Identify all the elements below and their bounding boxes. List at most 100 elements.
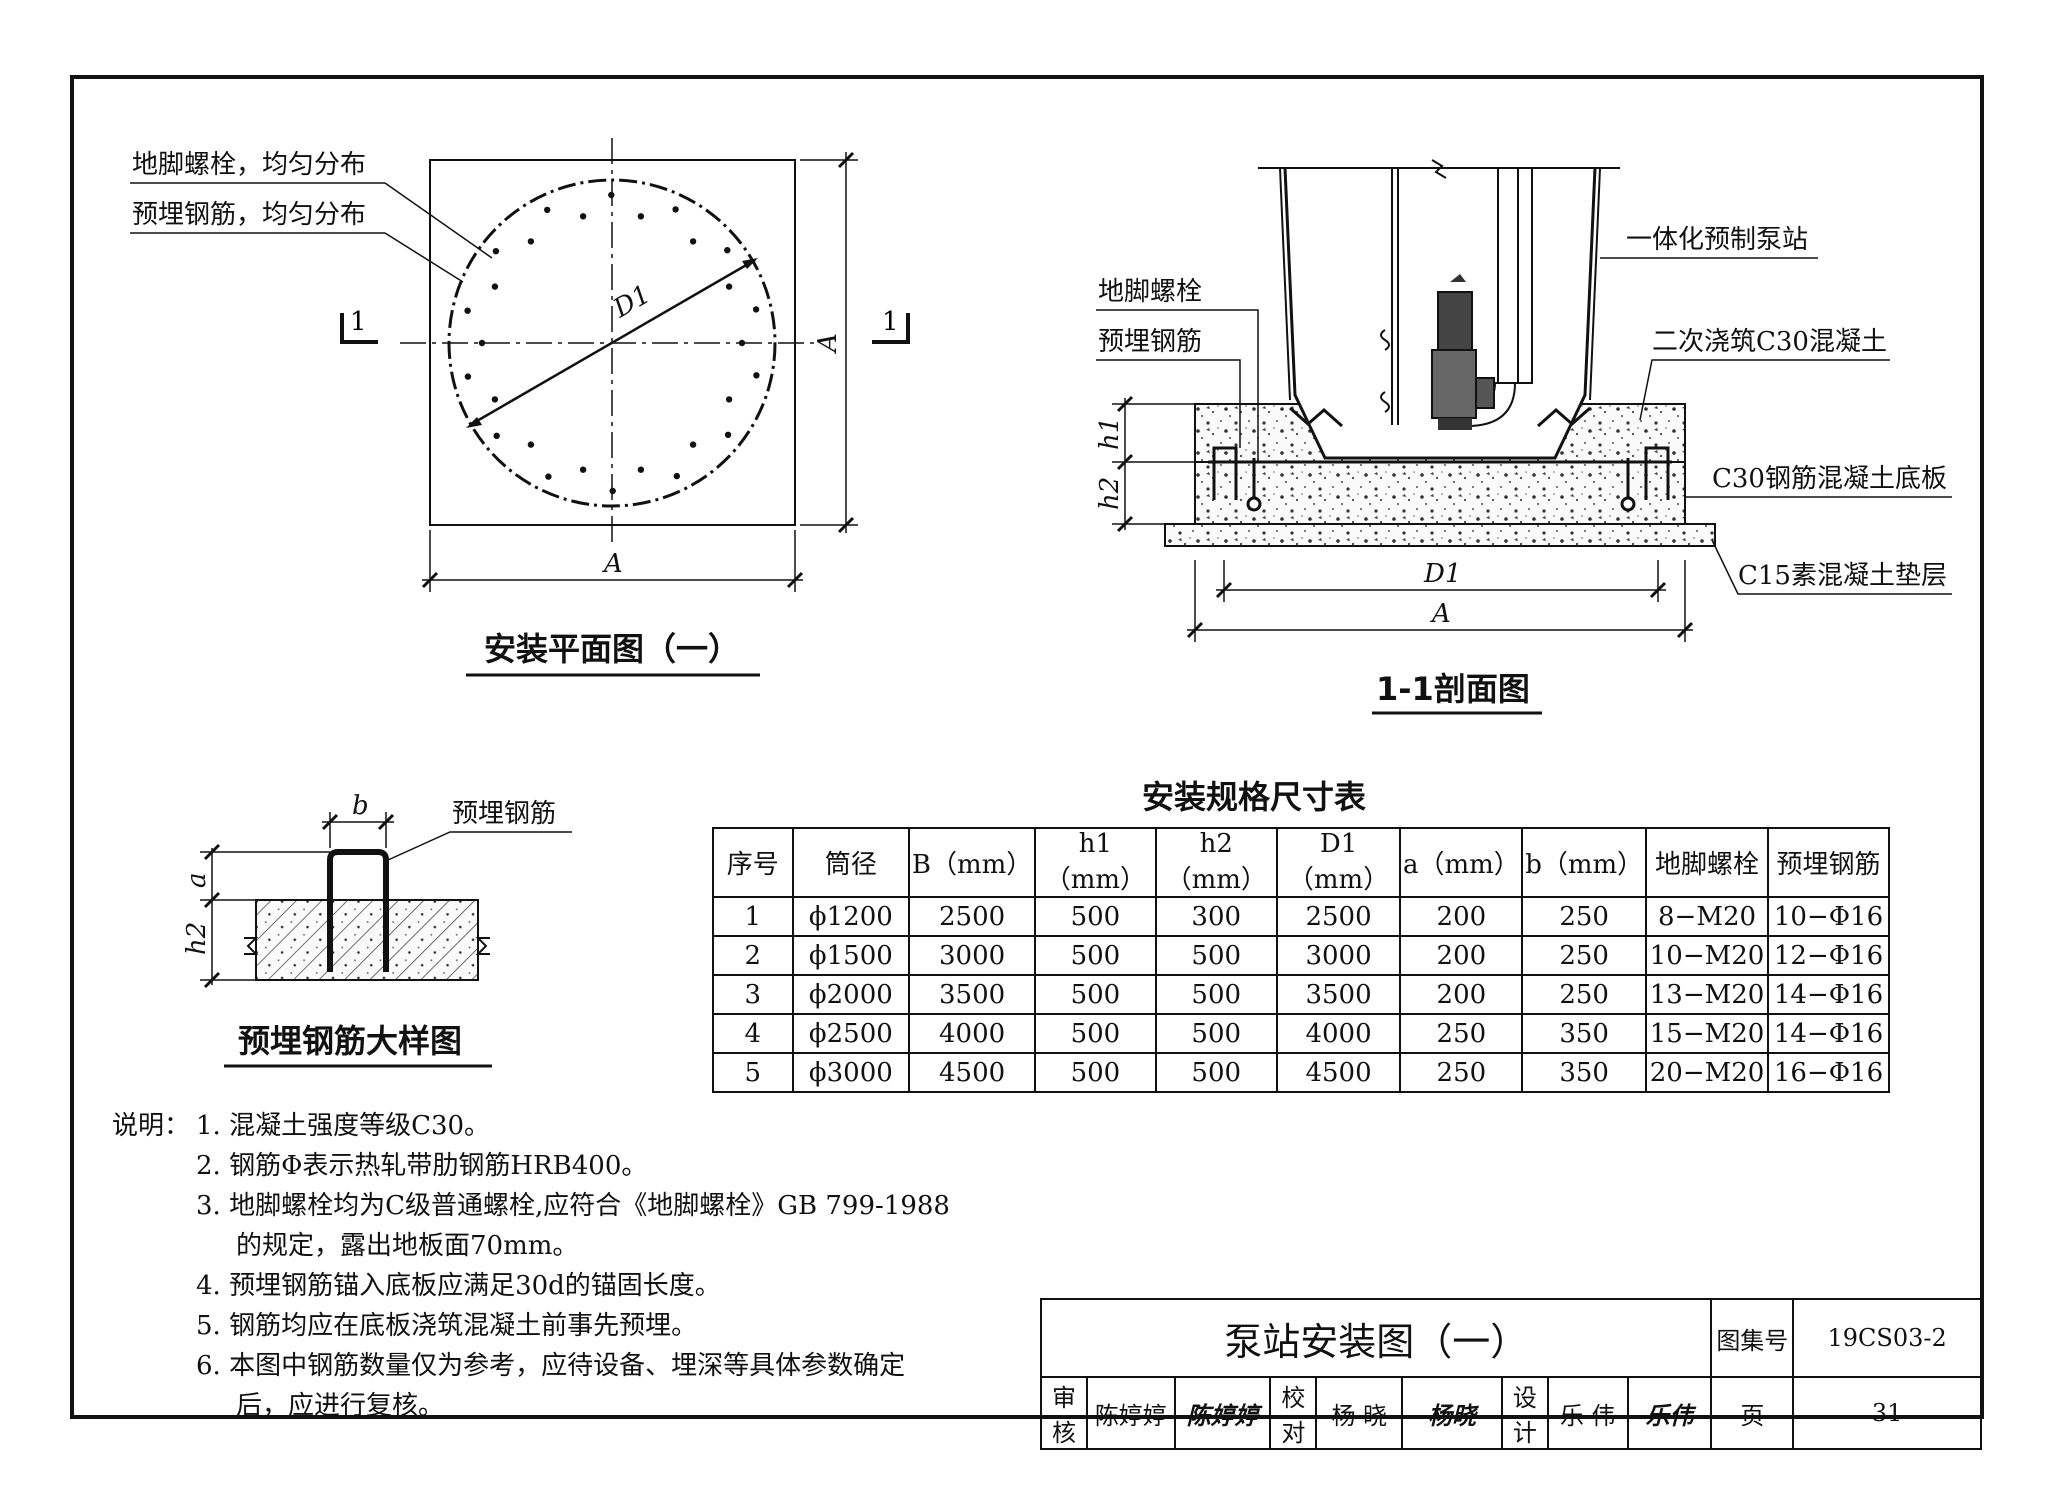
table-header-cell: 序号: [712, 827, 794, 898]
table-cell: 3: [712, 974, 794, 1015]
section-station-label: 一体化预制泵站: [1626, 225, 1808, 255]
section-riser-pipe: [1497, 167, 1519, 384]
plan-bolt-label: 地脚螺栓，均匀分布: [132, 150, 366, 180]
section-station-inner-right: [1589, 167, 1601, 401]
plan-a-right-tick-top: [837, 151, 855, 169]
table-cell: 4: [712, 1013, 794, 1054]
drawing-title: 泵站安装图（一）: [1039, 1298, 1713, 1378]
table-cell: 2: [712, 935, 794, 976]
designer-name: 乐 伟: [1546, 1376, 1629, 1450]
section-base-slab: [1194, 461, 1686, 525]
plan-rebar-label: 预埋钢筋，均匀分布: [132, 200, 366, 230]
notes-heading: 说明：: [112, 1111, 191, 1141]
review-label: 审核: [1040, 1376, 1088, 1450]
table-cell: 4000: [908, 1013, 1036, 1054]
note-item: 1. 混凝土强度等级C30。: [196, 1111, 491, 1141]
table-cell: 3000: [908, 935, 1036, 976]
section-mark-left: [340, 313, 378, 344]
plan-bolt-dot: [545, 473, 552, 480]
table-cell: 250: [1521, 935, 1648, 976]
plan-bolt-dot: [637, 213, 645, 220]
table-cell: 16−Φ16: [1767, 1052, 1890, 1093]
note-item: 的规定，露出地板面70mm。: [236, 1231, 579, 1261]
table-header-cell: D1（mm）: [1275, 827, 1402, 898]
section-bolt-leader: [1096, 309, 1259, 460]
section-h2-label: h2: [1095, 477, 1125, 510]
plan-a-right-tick-bottom: [837, 516, 855, 534]
plan-bolt-dot: [492, 248, 500, 255]
plan-bolt-dot: [464, 373, 472, 380]
plan-view: D1 A A 1 1 地脚螺栓，均匀分布 预埋钢筋，均匀分布 安装平面图（一）: [130, 138, 910, 677]
section-mark-right: [872, 313, 910, 344]
table-cell: 13−M20: [1645, 974, 1769, 1015]
table-cell: 4000: [1275, 1013, 1402, 1054]
plan-bolt-leader-diag: [384, 182, 493, 259]
detail-b-tick-l: [321, 813, 339, 831]
plan-bolt-dot: [544, 206, 551, 214]
section-bolt-label: 地脚螺栓: [1098, 277, 1202, 307]
plan-bolt-dot: [672, 206, 679, 213]
table-cell: ϕ2000: [791, 974, 911, 1015]
table-header-cell: 地脚螺栓: [1645, 827, 1769, 898]
detail-a-label: a: [182, 872, 212, 888]
note-item: 3. 地脚螺栓均为C级普通螺栓,应符合《地脚螺栓》GB 799-1988: [196, 1191, 950, 1221]
table-cell: ϕ1500: [791, 935, 911, 976]
table-cell: 4500: [908, 1052, 1036, 1093]
table-cell: 200: [1399, 896, 1524, 937]
plan-bolt-dot: [579, 213, 587, 220]
section-mark-left-label: 1: [350, 307, 367, 337]
plan-title: 安装平面图（一）: [484, 630, 740, 668]
table-cell: 3500: [1275, 974, 1402, 1015]
table-cell: 350: [1521, 1052, 1648, 1093]
plan-a-bottom-label: A: [602, 549, 623, 579]
section-riser-pipe-2: [1517, 167, 1533, 384]
table-cell: 1: [712, 896, 794, 937]
table-cell: 14−Φ16: [1767, 1013, 1890, 1054]
table-cell: 300: [1154, 896, 1278, 937]
plan-bolt-dot: [725, 396, 733, 403]
designer-signature: 乐伟: [1626, 1376, 1713, 1450]
table-cell: 500: [1034, 1013, 1157, 1054]
section-title: 1-1剖面图: [1376, 670, 1530, 708]
section-d1-tick-l: [1215, 581, 1233, 599]
plan-d1-arrow-end: [742, 258, 758, 269]
detail-break-left: [244, 937, 259, 955]
table-cell: 2500: [908, 896, 1036, 937]
design-label: 设计: [1500, 1376, 1549, 1450]
table-cell: 200: [1399, 935, 1524, 976]
plan-rebar-leader-diag: [384, 232, 464, 283]
table-cell: 20−M20: [1645, 1052, 1769, 1093]
table-cell: 250: [1399, 1013, 1524, 1054]
table-cell: ϕ1200: [791, 896, 911, 937]
section-cushion-label: C15素混凝土垫层: [1738, 561, 1947, 591]
section-h-tick-1: [1116, 395, 1134, 413]
detail-slab-body: [255, 899, 479, 981]
plan-bolt-dot: [724, 431, 732, 438]
table-header-cell: h1（mm）: [1034, 827, 1157, 898]
plan-d1-label: D1: [608, 279, 656, 324]
table-cell: 250: [1399, 1052, 1524, 1093]
plan-bolt-dot: [527, 441, 535, 448]
plan-d1-arrow-start: [466, 417, 482, 428]
plan-a-bottom-tick-right: [786, 571, 804, 589]
section-hook-1: [1380, 329, 1390, 351]
table-cell: 3500: [908, 974, 1036, 1015]
checker-name: 杨 晓: [1315, 1376, 1404, 1450]
section-anchor-right: [1537, 406, 1591, 428]
table-cell: 500: [1034, 935, 1157, 976]
note-item: 4. 预埋钢筋锚入底板应满足30d的锚固长度。: [196, 1271, 721, 1301]
section-a-label: A: [1430, 599, 1451, 629]
table-cell: 200: [1399, 974, 1524, 1015]
table-cell: 500: [1154, 1013, 1278, 1054]
plan-bolt-dot: [724, 247, 731, 254]
section-view: h1 h2 D1 A 一体化预制泵站 地脚螺栓 预埋钢筋 二次浇筑C30混凝土 …: [1095, 159, 1952, 715]
detail-h2-label: h2: [182, 922, 212, 955]
submersible-pump-icon: [1431, 274, 1495, 430]
table-cell: 500: [1034, 1052, 1157, 1093]
plan-bolt-dot: [753, 372, 760, 379]
table-header-row: 序号 筒径 B（mm） h1（mm） h2（mm） D1（mm） a（mm） b…: [712, 827, 1890, 898]
table-cell: 2500: [1275, 896, 1402, 937]
